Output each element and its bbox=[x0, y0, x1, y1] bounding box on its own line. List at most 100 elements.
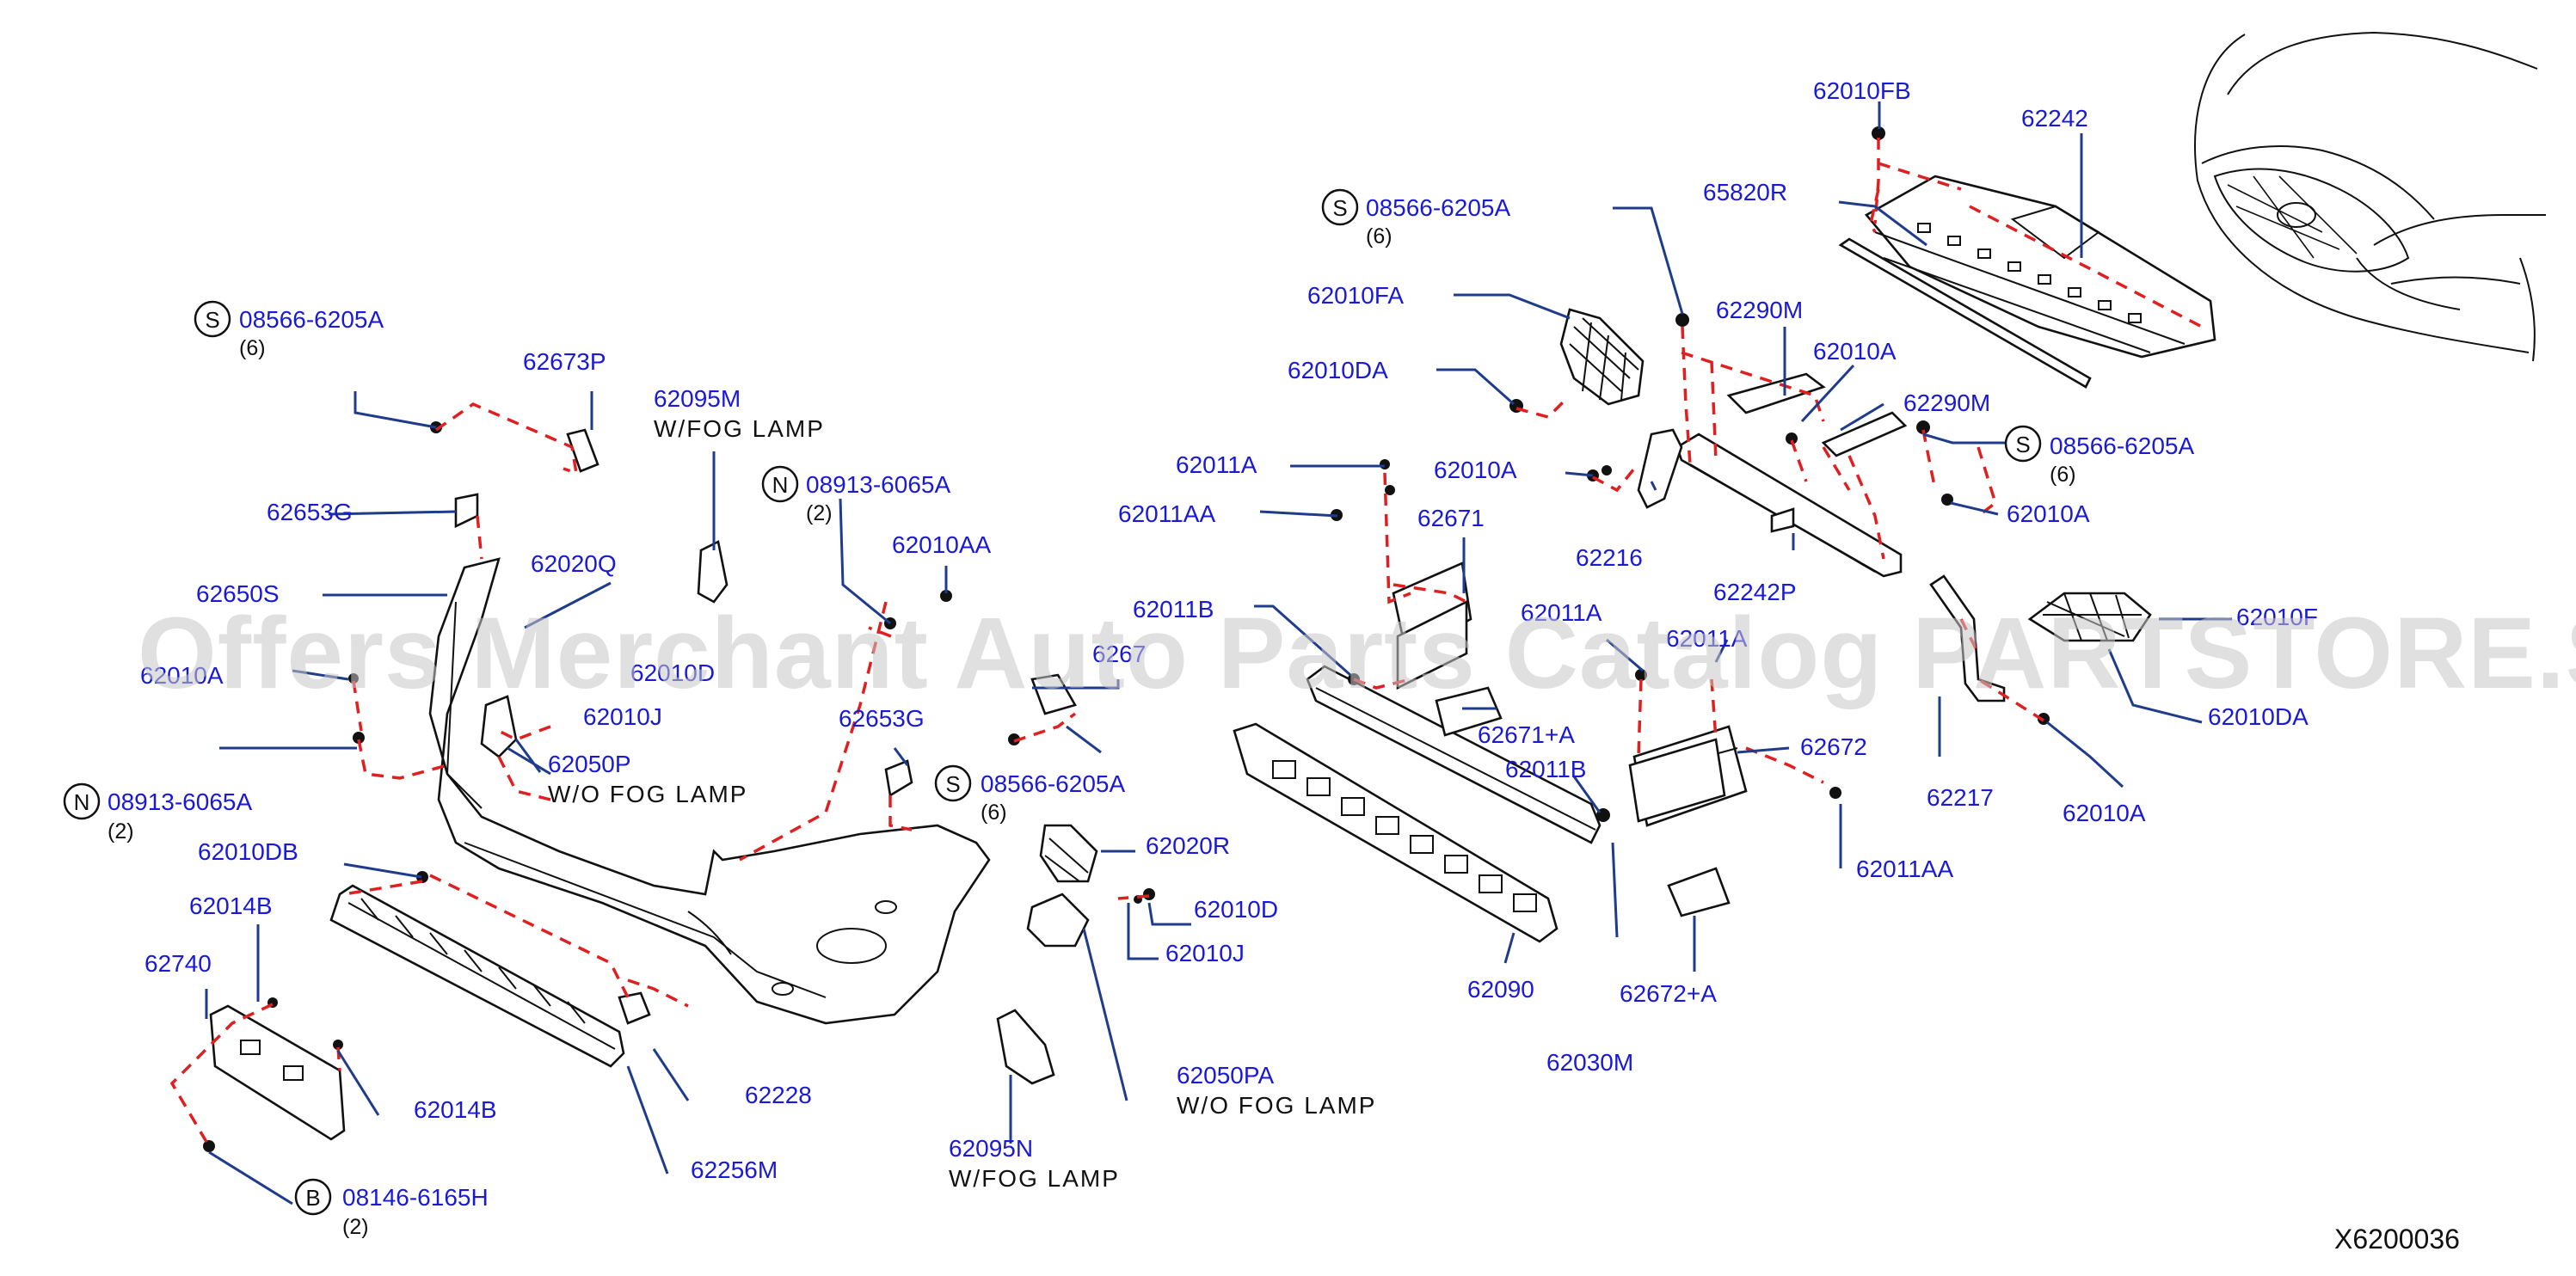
label-62011B-b[interactable]: 62011B bbox=[1505, 756, 1586, 782]
alignment-dashed-lines bbox=[169, 138, 2203, 1147]
label-62672[interactable]: 62672 bbox=[1800, 733, 1867, 760]
label-62050P[interactable]: 62050P bbox=[548, 751, 631, 777]
label-62671[interactable]: 62671 bbox=[1417, 505, 1485, 531]
label-62010FB[interactable]: 62010FB bbox=[1813, 77, 1911, 104]
label-62653G-b[interactable]: 62653G bbox=[839, 705, 925, 732]
qty-2-b: (2) bbox=[108, 819, 134, 844]
label-62014B-a[interactable]: 62014B bbox=[189, 893, 273, 919]
label-62030M[interactable]: 62030M bbox=[1546, 1049, 1633, 1076]
label-62020R[interactable]: 62020R bbox=[1146, 832, 1230, 859]
label-62650S[interactable]: 62650S bbox=[196, 580, 280, 607]
fog-grille-62010F bbox=[2027, 592, 2152, 642]
label-62673P[interactable]: 62673P bbox=[523, 348, 606, 375]
label-62090[interactable]: 62090 bbox=[1467, 976, 1534, 1003]
label-62011B-a[interactable]: 62011B bbox=[1133, 596, 1214, 623]
label-62242P[interactable]: 62242P bbox=[1713, 579, 1797, 605]
label-62010DA-b[interactable]: 62010DA bbox=[2208, 703, 2309, 730]
label-62010A-b[interactable]: 62010A bbox=[1434, 457, 1517, 483]
s-symbol-mid: S bbox=[945, 771, 960, 797]
fog-bracket-62095N bbox=[996, 1009, 1055, 1085]
label-62010AA[interactable]: 62010AA bbox=[892, 531, 992, 558]
energy-absorber-62090 bbox=[1233, 722, 1559, 943]
watermark-text: Offers Merchant Auto Parts Catalog PARTS… bbox=[138, 597, 2576, 710]
label-62011A-b[interactable]: 62011A bbox=[1521, 599, 1602, 626]
label-65820R[interactable]: 65820R bbox=[1703, 179, 1787, 206]
label-08913-a[interactable]: 08913-6065A bbox=[806, 471, 950, 498]
b-circle bbox=[294, 1178, 332, 1216]
label-62011A-a[interactable]: 62011A bbox=[1176, 451, 1257, 478]
bracket-6267 bbox=[1030, 673, 1077, 715]
label-62290M-b[interactable]: 62290M bbox=[1903, 390, 1990, 416]
label-62010J-b[interactable]: 62010J bbox=[1165, 940, 1245, 966]
note-wfog-b: W/FOG LAMP bbox=[949, 1165, 1120, 1192]
note-wofog-a: W/O FOG LAMP bbox=[548, 781, 747, 807]
front-bumper-fascia bbox=[428, 557, 991, 1025]
label-62653G-a[interactable]: 62653G bbox=[267, 499, 353, 525]
label-62011A-c[interactable]: 62011A bbox=[1666, 625, 1748, 652]
label-62010A-d[interactable]: 62010A bbox=[2063, 800, 2146, 826]
label-62010A-a[interactable]: 62010A bbox=[1813, 338, 1897, 365]
s-symbol-left: S bbox=[205, 307, 219, 333]
label-62050PA[interactable]: 62050PA bbox=[1177, 1062, 1274, 1089]
s-circle-left bbox=[194, 300, 231, 338]
qty-2-a: (2) bbox=[806, 501, 833, 525]
s-circle-mid bbox=[934, 764, 972, 802]
label-62010D-a[interactable]: 62010D bbox=[630, 659, 715, 686]
label-62256M[interactable]: 62256M bbox=[691, 1156, 778, 1183]
label-62010DB[interactable]: 62010DB bbox=[198, 838, 298, 865]
fog-grille-62010FA bbox=[1559, 308, 1645, 406]
label-62740[interactable]: 62740 bbox=[144, 950, 212, 977]
label-62010A-e[interactable]: 62010A bbox=[140, 662, 224, 689]
label-08566-mid[interactable]: 08566-6205A bbox=[981, 770, 1125, 797]
label-62020Q[interactable]: 62020Q bbox=[531, 550, 617, 577]
qty-left: (6) bbox=[239, 336, 266, 360]
note-wfog-a: W/FOG LAMP bbox=[654, 415, 825, 442]
label-62095M[interactable]: 62095M bbox=[654, 385, 741, 412]
n-symbol-a: N bbox=[772, 472, 789, 498]
bracket-62673P bbox=[566, 428, 599, 473]
label-62672A[interactable]: 62672+A bbox=[1620, 980, 1717, 1007]
s-symbol-right: S bbox=[2015, 432, 2030, 457]
label-62242[interactable]: 62242 bbox=[2021, 105, 2088, 132]
bracket-62672 bbox=[1628, 738, 1726, 823]
seal-strip-part bbox=[1838, 237, 2092, 389]
label-62228[interactable]: 62228 bbox=[745, 1082, 812, 1108]
label-62011AA-b[interactable]: 62011AA bbox=[1856, 856, 1953, 882]
license-bracket-62740 bbox=[209, 1004, 346, 1141]
label-62010FA[interactable]: 62010FA bbox=[1307, 282, 1404, 309]
qty-top: (6) bbox=[1366, 224, 1393, 248]
label-62011AA-a[interactable]: 62011AA bbox=[1118, 500, 1215, 527]
label-08913-b[interactable]: 08913-6065A bbox=[108, 788, 252, 815]
label-62014B-b[interactable]: 62014B bbox=[414, 1096, 497, 1123]
label-62216[interactable]: 62216 bbox=[1576, 544, 1643, 571]
label-08566-left[interactable]: 08566-6205A bbox=[239, 306, 384, 333]
symbol-circles: S S S S N N B bbox=[63, 188, 2042, 1216]
upper-reinforcement-part bbox=[1675, 372, 1908, 578]
label-08146[interactable]: 08146-6165H bbox=[342, 1184, 489, 1211]
label-6267[interactable]: 6267 bbox=[1092, 641, 1146, 667]
fog-cover-62020R bbox=[1039, 824, 1098, 883]
cap-62228 bbox=[618, 991, 651, 1025]
label-62095N[interactable]: 62095N bbox=[949, 1135, 1033, 1162]
label-62290M-a[interactable]: 62290M bbox=[1716, 297, 1803, 323]
car-front-illustration bbox=[2194, 31, 2546, 362]
label-62217[interactable]: 62217 bbox=[1927, 784, 1994, 811]
label-62010D-b[interactable]: 62010D bbox=[1194, 896, 1278, 923]
bracket-62671 bbox=[1396, 599, 1468, 690]
n-circle-b bbox=[63, 782, 101, 820]
label-62010F[interactable]: 62010F bbox=[2236, 604, 2318, 630]
n-circle-a bbox=[761, 465, 799, 503]
label-62671A[interactable]: 62671+A bbox=[1478, 721, 1575, 748]
label-08566-top[interactable]: 08566-6205A bbox=[1366, 194, 1510, 221]
label-62010J-a[interactable]: 62010J bbox=[583, 703, 662, 730]
n-symbol-b: N bbox=[74, 789, 90, 815]
radiator-cover-part bbox=[1838, 175, 2216, 389]
bracket-62671A bbox=[1435, 686, 1503, 737]
label-62010DA-a[interactable]: 62010DA bbox=[1288, 357, 1388, 383]
label-08566-right[interactable]: 08566-6205A bbox=[2050, 432, 2194, 459]
seal-62653G-upper bbox=[454, 493, 479, 529]
label-62010A-c[interactable]: 62010A bbox=[2007, 500, 2090, 527]
qty-mid: (6) bbox=[981, 801, 1007, 825]
fog-bracket-62095M bbox=[697, 540, 729, 604]
